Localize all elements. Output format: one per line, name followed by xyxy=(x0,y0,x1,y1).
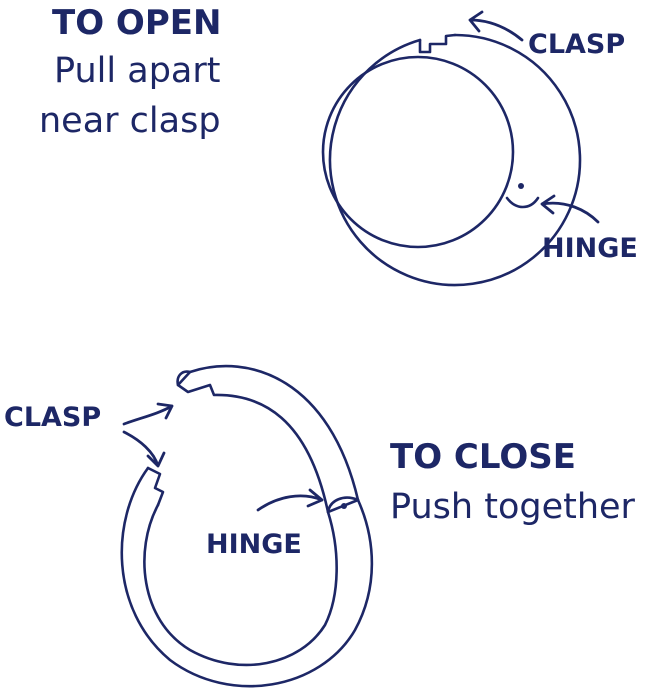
open-clasp-callout: CLASP xyxy=(468,10,625,60)
swing-arm xyxy=(176,364,360,514)
hinge-arrow-icon xyxy=(540,194,600,224)
open-instruction-line2: near clasp xyxy=(39,101,221,141)
close-hinge-label: HINGE xyxy=(206,529,302,560)
close-clasp-label: CLASP xyxy=(4,402,101,433)
close-instructions: TO CLOSE Push together xyxy=(390,437,636,527)
close-hinge-callout: HINGE xyxy=(206,488,324,560)
clasp-notch xyxy=(418,33,457,54)
swing-arm-clasp-tip xyxy=(176,370,192,387)
hinge-pin xyxy=(518,183,524,189)
close-title: TO CLOSE xyxy=(390,437,576,477)
open-instructions: TO OPEN Pull apart near clasp xyxy=(39,3,221,141)
open-clasp-label: CLASP xyxy=(528,29,625,60)
open-instruction-line1: Pull apart xyxy=(54,51,220,91)
clasp-arrow-upper-icon xyxy=(122,402,174,426)
open-ring xyxy=(120,364,374,688)
hinge-arrow-icon xyxy=(256,488,324,512)
lower-ring-outer xyxy=(120,466,374,688)
closed-ring-outer xyxy=(328,33,582,287)
open-hinge-joint xyxy=(326,496,360,514)
hinge-seam xyxy=(505,196,540,209)
closed-ring-inner xyxy=(321,55,515,249)
open-hinge-label: HINGE xyxy=(542,233,638,264)
closed-ring xyxy=(321,33,582,287)
clasp-arrow-lower-icon xyxy=(122,430,166,468)
close-instruction: Push together xyxy=(390,487,636,527)
clasp-arrow-icon xyxy=(468,10,524,42)
lower-ring-clasp-notch xyxy=(146,466,165,507)
open-title: TO OPEN xyxy=(52,3,221,43)
open-hinge-pin xyxy=(341,503,347,509)
close-clasp-callout: CLASP xyxy=(4,402,174,468)
open-hinge-callout: HINGE xyxy=(540,194,638,264)
lower-ring-inner xyxy=(143,503,338,667)
